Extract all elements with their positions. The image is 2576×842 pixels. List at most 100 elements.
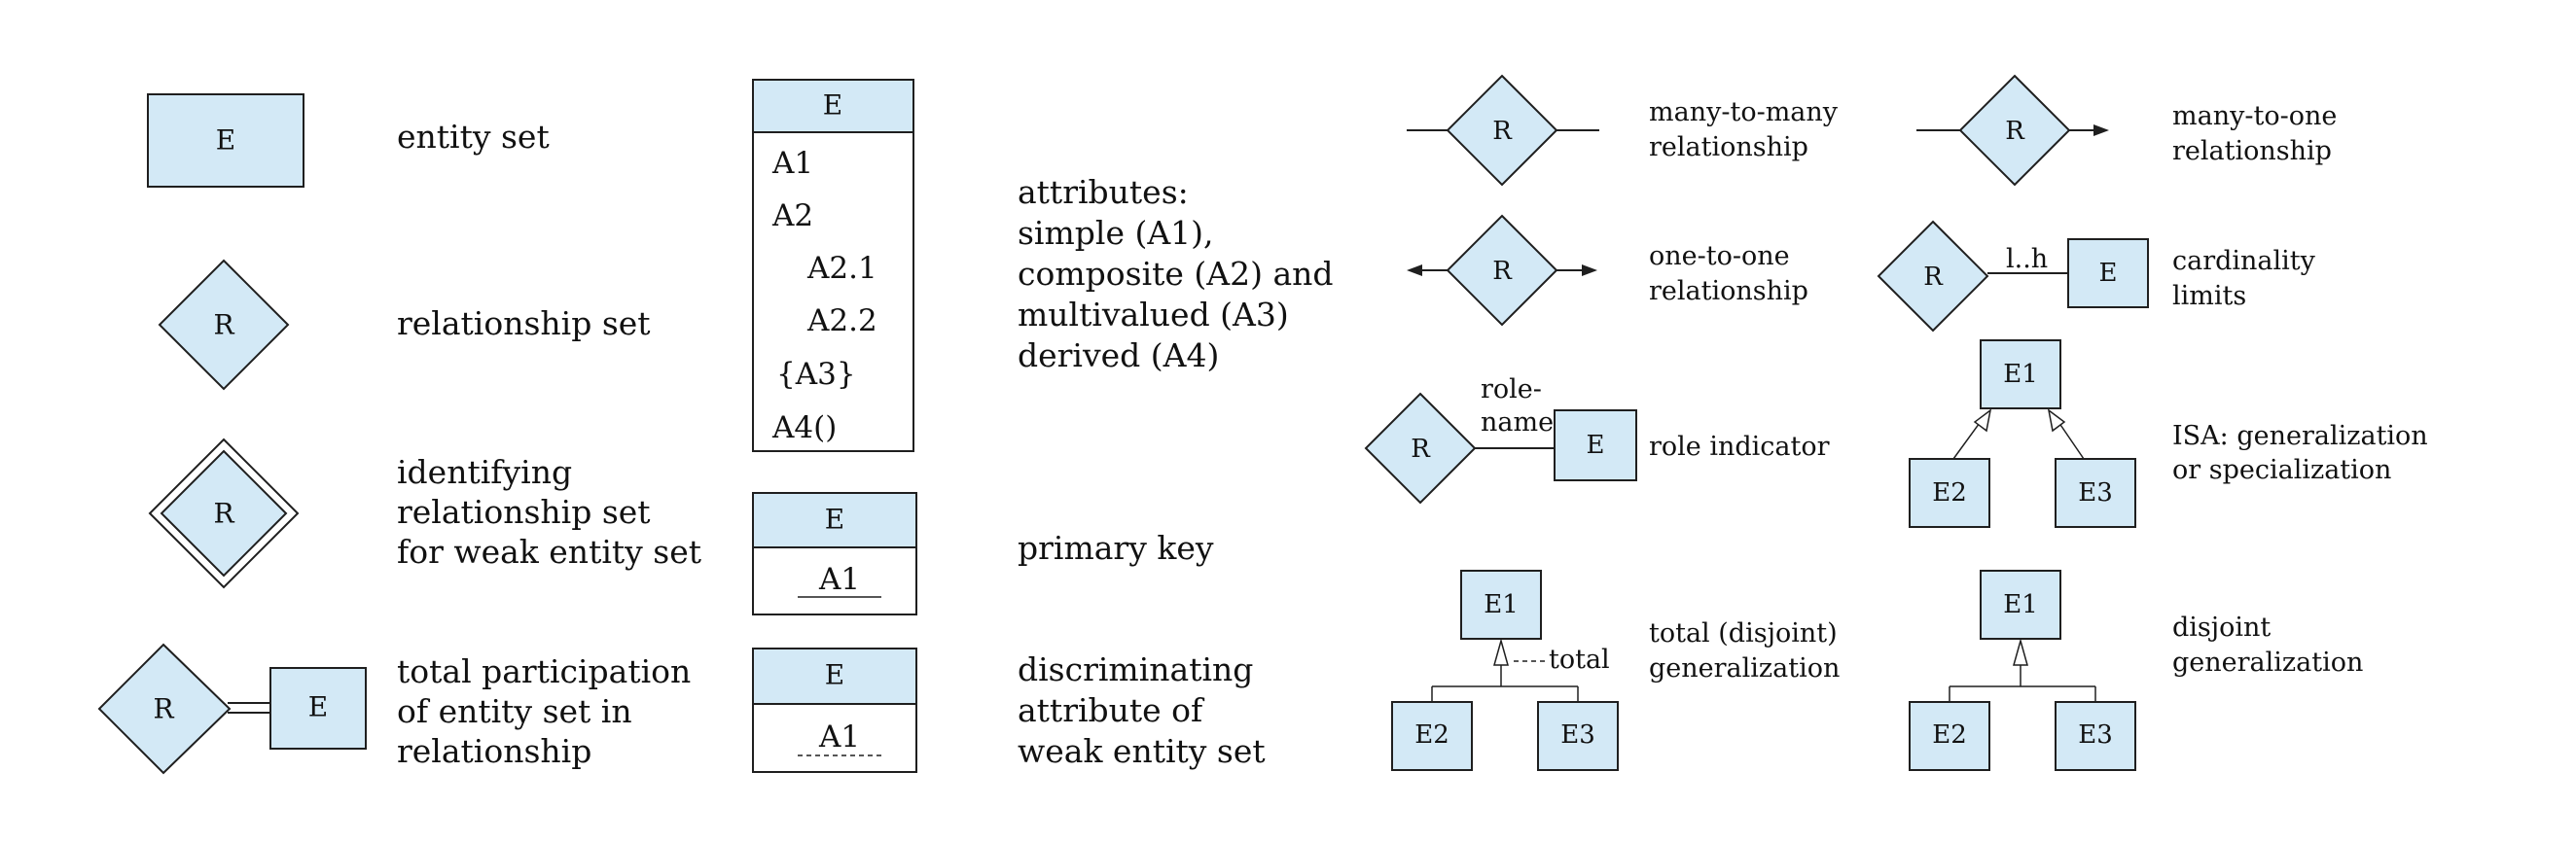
attributes-label-1: attributes: (1018, 173, 1189, 211)
discriminating-label-1: discriminating (1018, 650, 1253, 688)
attributes-entity-name: E (823, 89, 842, 122)
role-entity-name: E (1587, 431, 1605, 460)
relationship-set-symbol: R (158, 259, 290, 391)
role-name-line-1: role- (1481, 374, 1542, 404)
total-participation-relationship-name: R (153, 693, 174, 725)
mm-relationship-name: R (1492, 117, 1513, 146)
isa-label-1: ISA: generalization (2172, 421, 2428, 451)
attribute-a2-1: A2.1 (806, 251, 877, 286)
discriminator-attribute: A1 (818, 719, 860, 754)
total-participation-label-3: relationship (397, 732, 591, 770)
isa-e1-box (1980, 339, 2061, 409)
attributes-label-3: composite (A2) and (1018, 255, 1334, 293)
total-disjoint-label-2: generalization (1649, 653, 1840, 684)
mo-relationship-name: R (2005, 117, 2025, 146)
many-to-one-label-1: many-to-one (2172, 101, 2337, 131)
cl-relationship-name: R (1923, 263, 1944, 292)
dg-e3-name: E3 (2078, 720, 2113, 750)
tg-e3-box (1537, 701, 1619, 771)
disjoint-generalization-symbol: E1 E2 E3 (1909, 570, 2136, 771)
mm-diamond (1446, 74, 1558, 187)
oo-right-arrowhead (1582, 264, 1597, 276)
discriminator-entity-header (752, 648, 917, 705)
total-generalization-symbol: E1 total E2 E3 (1391, 570, 1619, 771)
tg-e1-name: E1 (1484, 590, 1519, 619)
cardinality-label-1: cardinality (2172, 246, 2316, 276)
identifying-label-1: identifying (397, 453, 572, 491)
oo-left-arrowhead (1407, 264, 1422, 276)
tg-e2-box (1391, 701, 1473, 771)
relationship-name: R (213, 309, 234, 341)
role-indicator-label: role indicator (1649, 432, 1830, 462)
cl-diamond (1877, 220, 1989, 333)
tg-e1-box (1460, 570, 1542, 640)
total-participation-diamond (97, 643, 232, 775)
one-to-one-label-2: relationship (1649, 276, 1808, 306)
tg-total-tag: total (1549, 645, 1610, 675)
identifying-relationship-name: R (213, 498, 234, 530)
role-name-line-2: name (1481, 407, 1554, 438)
many-to-one-label-2: relationship (2172, 136, 2332, 166)
attributes-label-4: multivalued (A3) (1018, 296, 1289, 333)
isa-e3-name: E3 (2078, 478, 2113, 508)
dg-e2-box (1909, 701, 1990, 771)
tg-e2-name: E2 (1414, 720, 1449, 750)
attributes-entity-symbol: E A1 A2 A2.1 A2.2 {A3} A4() (752, 79, 914, 452)
total-participation-entity-name: E (308, 691, 328, 723)
isa-left-triangle (1973, 408, 1992, 433)
mo-arrowhead (2093, 124, 2109, 136)
entity-name: E (216, 124, 235, 157)
inner-diamond (160, 449, 288, 578)
role-entity-box (1554, 409, 1637, 481)
many-to-many-label-1: many-to-many (1649, 97, 1839, 127)
isa-e3-box (2055, 458, 2136, 528)
dg-e2-name: E2 (1932, 720, 1967, 750)
cardinality-limits-symbol: R E l..h (1877, 220, 2149, 333)
primary-key-attribute: A1 (818, 562, 860, 597)
primary-key-entity-name: E (825, 504, 844, 536)
role-indicator-symbol: R E role- name (1364, 374, 1637, 505)
total-participation-symbol: R E (97, 643, 367, 775)
disjoint-label-2: generalization (2172, 648, 2363, 678)
entity-box (147, 93, 304, 188)
tg-e3-name: E3 (1560, 720, 1595, 750)
discriminating-label-2: attribute of (1018, 691, 1205, 729)
cl-entity-box (2067, 238, 2149, 308)
attribute-a2: A2 (771, 198, 813, 233)
cardinality-label-2: limits (2172, 281, 2246, 311)
isa-symbol: E1 E2 E3 (1909, 339, 2136, 528)
dg-e1-box (1980, 570, 2061, 640)
oo-diamond (1446, 214, 1558, 327)
tg-triangle (1493, 638, 1509, 666)
entity-set-label: entity set (397, 118, 550, 156)
oo-relationship-name: R (1492, 257, 1513, 286)
isa-e2-name: E2 (1932, 478, 1967, 508)
attribute-a4: A4() (771, 410, 837, 445)
relationship-set-label: relationship set (397, 304, 651, 342)
cl-cardinality: l..h (2006, 244, 2048, 274)
isa-e1-name: E1 (2003, 360, 2038, 389)
primary-key-entity-header (752, 492, 917, 548)
discriminator-symbol: E A1 (752, 648, 917, 773)
total-participation-label-2: of entity set in (397, 692, 632, 730)
attributes-entity-header (752, 79, 914, 133)
identifying-label-2: relationship set (397, 493, 651, 531)
one-to-one-label-1: one-to-one (1649, 241, 1790, 271)
total-participation-entity-box (269, 667, 367, 750)
one-to-one-symbol: R (1407, 214, 1597, 327)
isa-right-triangle (2047, 408, 2066, 433)
attribute-a2-2: A2.2 (806, 303, 877, 338)
many-to-many-label-2: relationship (1649, 132, 1808, 162)
attributes-label-5: derived (A4) (1018, 336, 1219, 374)
relationship-diamond (158, 259, 290, 391)
total-disjoint-label-1: total (disjoint) (1649, 618, 1838, 649)
primary-key-label: primary key (1018, 529, 1214, 567)
mo-diamond (1958, 74, 2071, 187)
identifying-relationship-symbol: R (148, 438, 300, 589)
entity-set-symbol: E (147, 93, 304, 188)
isa-e2-box (1909, 458, 1990, 528)
role-relationship-name: R (1411, 435, 1431, 464)
discriminator-entity-name: E (825, 659, 844, 691)
dg-triangle (2013, 638, 2028, 666)
